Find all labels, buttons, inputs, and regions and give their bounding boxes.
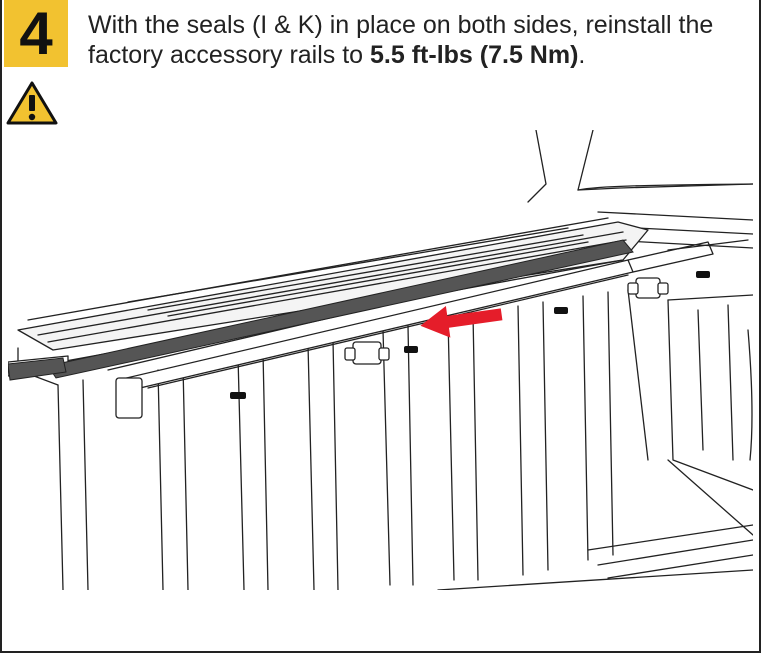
torque-spec: 5.5 ft-lbs (7.5 Nm): [370, 41, 579, 69]
step-number: 4: [19, 0, 53, 67]
instruction-end: .: [578, 41, 586, 69]
step-badge: 4: [4, 0, 68, 67]
warning-triangle-icon: [6, 81, 58, 125]
step-instruction: With the seals (I & K) in place on both …: [88, 10, 748, 70]
instruction-text: With the seals (I & K) in place on both …: [88, 11, 714, 69]
red-arrow-icon: [420, 305, 503, 338]
truck-bed-illustration: [8, 130, 753, 590]
